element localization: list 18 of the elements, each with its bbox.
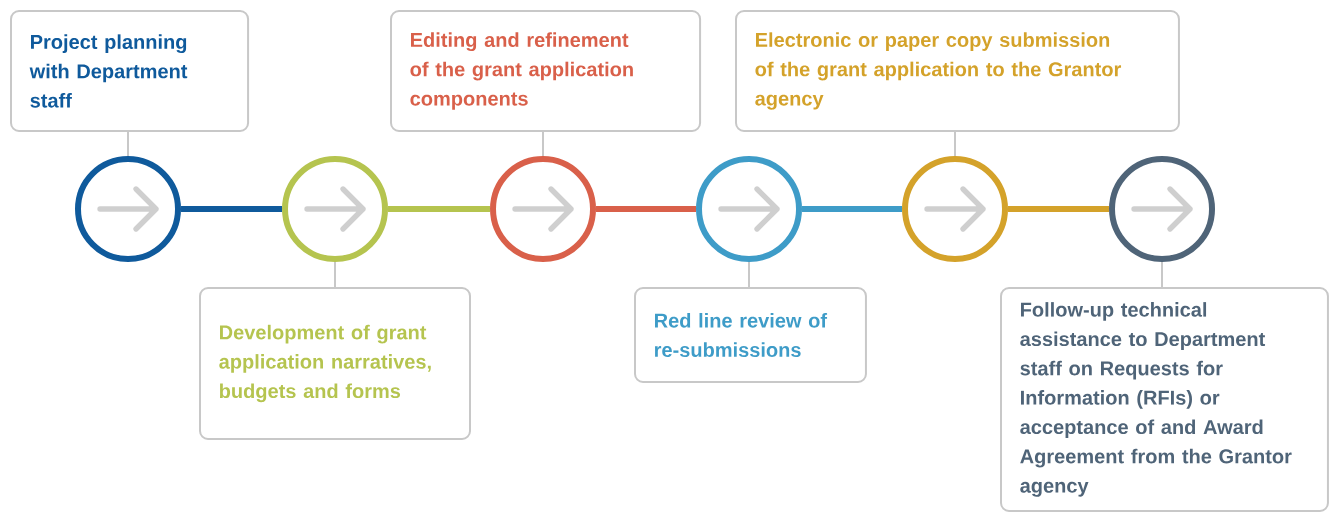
leader-line [542, 131, 544, 157]
leader-line [1161, 261, 1163, 288]
leader-line [954, 131, 956, 157]
step-box: Electronic or paper copy submission of the grant application to the Grantor agency [735, 10, 1180, 132]
leader-line [748, 261, 750, 288]
step-box: Editing and refinement of the grant application components [390, 10, 702, 132]
step-circle [282, 156, 388, 262]
step-circle [490, 156, 596, 262]
step-circle [1109, 156, 1215, 262]
step-circle [902, 156, 1008, 262]
step-box: Follow-up technical assistance to Department staff on Requests for Information (RFIs) or acceptance of and Award Agreement from the Grantor agency [1000, 287, 1329, 512]
step-box: Development of grant application narratives, budgets and forms [199, 287, 471, 440]
step-box: Red line review of re-submissions [634, 287, 867, 383]
leader-line [334, 261, 336, 288]
step-box: Project planning with Department staff [10, 10, 250, 132]
leader-line [127, 131, 129, 157]
step-circle [75, 156, 181, 262]
step-circle [696, 156, 802, 262]
